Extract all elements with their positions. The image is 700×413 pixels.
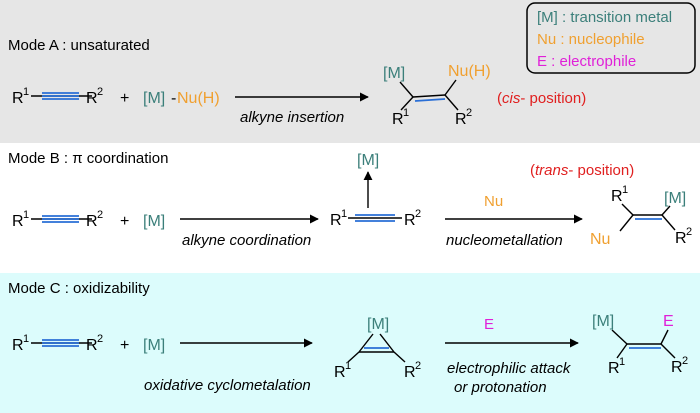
mode-a-arrow-label: alkyne insertion — [240, 109, 344, 126]
svg-text:2: 2 — [415, 208, 421, 220]
mode-b-plus: + — [120, 213, 129, 230]
svg-text:1: 1 — [341, 208, 347, 220]
svg-text:R: R — [330, 212, 342, 229]
svg-text:2: 2 — [97, 333, 103, 345]
mode-b-product: R 1 [M] Nu R 2 — [590, 184, 692, 248]
mode-b-arrow2-label: nucleometallation — [446, 232, 563, 249]
svg-text:Nu: Nu — [590, 231, 610, 248]
mode-b-trans-note: (trans- position) — [530, 162, 634, 179]
mode-b-pi-complex: [M] R 1 R 2 — [330, 152, 421, 229]
mode-b-alkyne: R 1 R 2 — [12, 209, 103, 230]
svg-text:R: R — [404, 364, 416, 381]
svg-text:1: 1 — [23, 86, 29, 98]
svg-text:2: 2 — [682, 355, 688, 367]
svg-text:[M]: [M] — [592, 313, 614, 330]
svg-text:1: 1 — [23, 209, 29, 221]
svg-text:1: 1 — [403, 107, 409, 119]
mode-c-arrow2-label-line2: or protonation — [454, 379, 547, 396]
svg-text:R: R — [404, 212, 416, 229]
mode-b-panel — [0, 143, 700, 273]
mode-c-plus: + — [120, 337, 129, 354]
legend-nucleophile: Nu : nucleophile — [537, 31, 645, 48]
mode-b-arrow1-label: alkyne coordination — [182, 232, 311, 249]
svg-text:R: R — [86, 337, 98, 354]
mode-b-nucleophile: Nu — [484, 193, 503, 210]
svg-text:R: R — [12, 337, 24, 354]
mode-c-title: Mode C : oxidizability — [8, 280, 150, 297]
svg-text:R: R — [86, 90, 98, 107]
legend-metal: [M] : transition metal — [537, 9, 672, 26]
mode-a-plus: + — [120, 90, 129, 107]
svg-text:1: 1 — [622, 184, 628, 196]
mode-a-product: [M] Nu(H) R 1 R 2 — [383, 63, 491, 128]
mode-c-panel — [0, 273, 700, 413]
svg-text:R: R — [86, 213, 98, 230]
mode-c-alkyne: R 1 R 2 — [12, 333, 103, 354]
mode-c-arrow2-label-line1: electrophilic attack — [447, 360, 572, 377]
svg-text:[M]: [M] — [383, 65, 405, 82]
svg-text:1: 1 — [619, 356, 625, 368]
svg-text:R: R — [12, 90, 24, 107]
svg-text:2: 2 — [466, 107, 472, 119]
svg-text:E: E — [663, 313, 674, 330]
mode-a-title: Mode A : unsaturated — [8, 37, 150, 54]
svg-text:2: 2 — [415, 360, 421, 372]
svg-text:R: R — [392, 111, 404, 128]
svg-text:[M]: [M] — [357, 152, 379, 169]
svg-text:[M]: [M] — [143, 90, 165, 107]
legend-electrophile: E : electrophile — [537, 53, 636, 70]
svg-text:1: 1 — [345, 360, 351, 372]
svg-text:Nu(H): Nu(H) — [177, 90, 220, 107]
svg-text:[M]: [M] — [367, 316, 389, 333]
mode-c-product: [M] E R 1 R 2 — [592, 313, 688, 377]
svg-text:R: R — [611, 188, 623, 205]
mode-b-title: Mode B : π coordination — [8, 150, 168, 167]
mode-c-electrophile: E — [484, 316, 494, 333]
svg-text:R: R — [334, 364, 346, 381]
svg-text:2: 2 — [97, 86, 103, 98]
svg-text:2: 2 — [97, 209, 103, 221]
svg-text:1: 1 — [23, 333, 29, 345]
svg-text:R: R — [608, 360, 620, 377]
legend-box: [M] : transition metal Nu : nucleophile … — [526, 2, 696, 74]
svg-text:R: R — [455, 111, 467, 128]
svg-text:2: 2 — [686, 226, 692, 238]
mode-a-metal-nucleophile: [M] - Nu(H) — [143, 90, 220, 107]
svg-text:R: R — [675, 230, 687, 247]
svg-text:R: R — [671, 359, 683, 376]
mode-c-metal: [M] — [143, 337, 165, 354]
svg-text:[M]: [M] — [664, 190, 686, 207]
svg-text:R: R — [12, 213, 24, 230]
svg-text:Nu(H): Nu(H) — [448, 63, 491, 80]
mode-b-metal: [M] — [143, 213, 165, 230]
mode-a-alkyne: R 1 R 2 — [12, 86, 103, 107]
mode-a-cis-note: (cis- position) — [497, 90, 586, 107]
svg-text:-: - — [171, 90, 176, 107]
mode-c-metallacycle: [M] R 1 R 2 — [334, 316, 421, 381]
mode-a-panel — [0, 0, 700, 143]
mode-c-arrow1-label: oxidative cyclometalation — [144, 377, 311, 394]
